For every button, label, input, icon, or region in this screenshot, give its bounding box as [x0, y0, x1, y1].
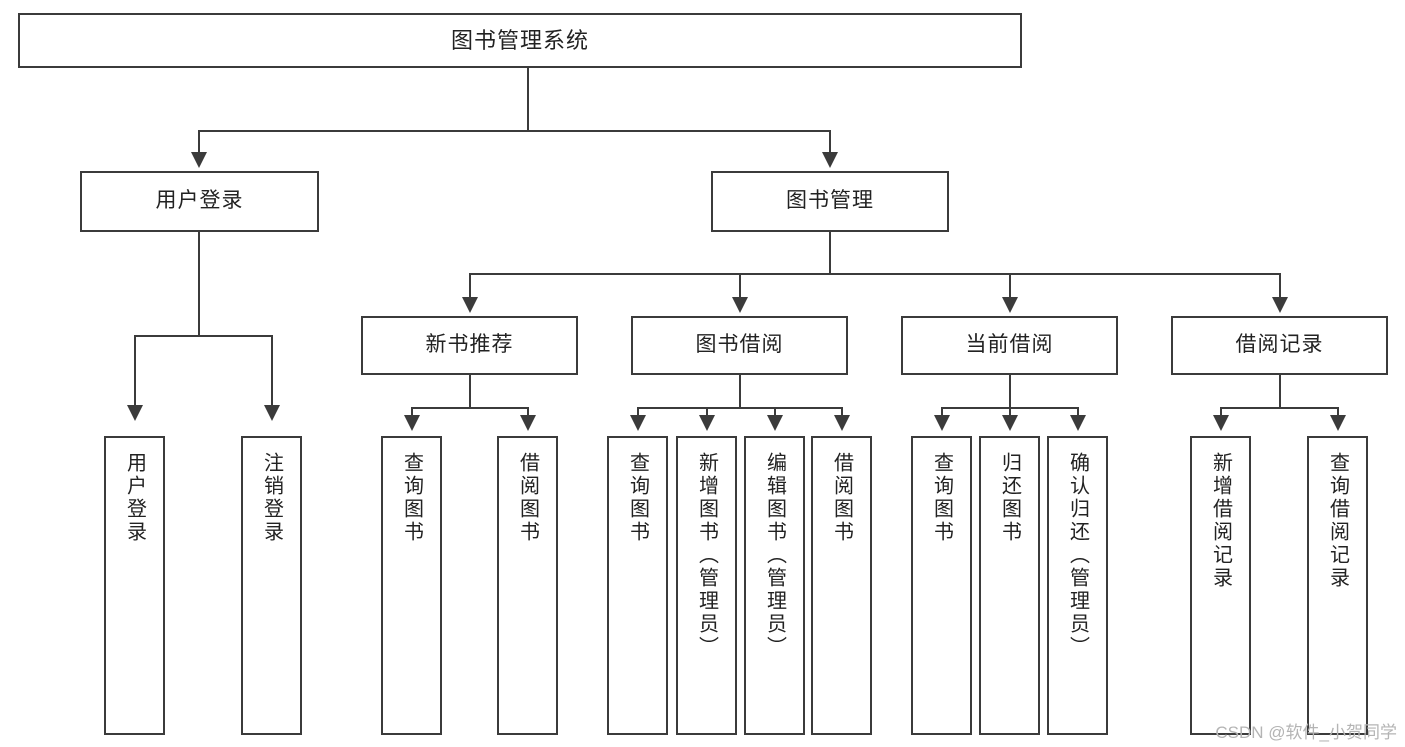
node-label: 当前借阅: [965, 333, 1054, 357]
arrowhead-leaf-query-book-3: [934, 415, 950, 431]
connector-current-borrow-stem: [1009, 375, 1011, 408]
connector-to-new-book-recommend: [469, 273, 471, 299]
node-label: 图书管理: [786, 189, 874, 213]
leaf-add-borrow-record[interactable]: 新增借阅记录: [1190, 436, 1251, 735]
arrowhead-leaf-logout-login: [264, 405, 280, 421]
node-label: 查询图书: [626, 452, 649, 544]
arrowhead-user-login: [191, 152, 207, 168]
connector-br-drop-2: [1337, 407, 1339, 417]
leaf-return-book[interactable]: 归还图书: [979, 436, 1040, 735]
node-label: 编辑图书（管理员）: [763, 452, 786, 659]
arrowhead-leaf-add-borrow-record: [1213, 415, 1229, 431]
arrowhead-leaf-query-book-1: [404, 415, 420, 431]
node-label: 用户登录: [123, 452, 146, 544]
connector-bb-drop-4: [841, 407, 843, 417]
leaf-confirm-return[interactable]: 确认归还（管理员）: [1047, 436, 1108, 735]
leaf-query-book-3[interactable]: 查询图书: [911, 436, 972, 735]
connector-level3-bus: [469, 273, 1281, 275]
node-borrow-record[interactable]: 借阅记录: [1171, 316, 1388, 375]
leaf-user-login[interactable]: 用户登录: [104, 436, 165, 735]
node-label: 查询图书: [400, 452, 423, 544]
arrowhead-new-book-recommend: [462, 297, 478, 313]
node-label: 用户登录: [155, 189, 244, 213]
connector-borrow-record-stem: [1279, 375, 1281, 408]
arrowhead-leaf-user-login: [127, 405, 143, 421]
leaf-query-borrow-record[interactable]: 查询借阅记录: [1307, 436, 1368, 735]
leaf-edit-book[interactable]: 编辑图书（管理员）: [744, 436, 805, 735]
node-root-system[interactable]: 图书管理系统: [18, 13, 1022, 68]
connector-user-login-drop-1: [134, 335, 136, 407]
connector-level2-bus: [198, 130, 830, 132]
arrowhead-book-management: [822, 152, 838, 168]
connector-bb-drop-2: [706, 407, 708, 417]
leaf-query-book-1[interactable]: 查询图书: [381, 436, 442, 735]
arrowhead-book-borrow: [732, 297, 748, 313]
node-label: 新增图书（管理员）: [695, 452, 718, 659]
arrowhead-leaf-return-book: [1002, 415, 1018, 431]
node-label: 新增借阅记录: [1209, 452, 1232, 590]
node-label: 确认归还（管理员）: [1066, 452, 1089, 659]
arrowhead-current-borrow: [1002, 297, 1018, 313]
node-current-borrow[interactable]: 当前借阅: [901, 316, 1118, 375]
arrowhead-leaf-borrow-book-1: [520, 415, 536, 431]
node-label: 图书管理系统: [450, 27, 589, 53]
connector-borrow-record-bus: [1220, 407, 1338, 409]
connector-user-login-drop-2: [271, 335, 273, 407]
connector-to-borrow-record: [1279, 273, 1281, 299]
node-label: 借阅图书: [516, 452, 539, 544]
connector-book-management-stem: [829, 232, 831, 274]
arrowhead-leaf-borrow-book-2: [834, 415, 850, 431]
connector-cb-drop-2: [1009, 407, 1011, 417]
leaf-add-book[interactable]: 新增图书（管理员）: [676, 436, 737, 735]
connector-to-current-borrow: [1009, 273, 1011, 299]
connector-user-login-stem: [198, 232, 200, 336]
node-label: 新书推荐: [425, 333, 514, 357]
connector-nbr-drop-2: [527, 407, 529, 417]
leaf-borrow-book-2[interactable]: 借阅图书: [811, 436, 872, 735]
connector-cb-drop-3: [1077, 407, 1079, 417]
node-label: 查询借阅记录: [1326, 452, 1349, 590]
arrowhead-leaf-query-borrow-record: [1330, 415, 1346, 431]
node-label: 注销登录: [260, 452, 283, 544]
node-label: 借阅记录: [1235, 333, 1324, 357]
arrowhead-leaf-confirm-return: [1070, 415, 1086, 431]
connector-br-drop-1: [1220, 407, 1222, 417]
leaf-borrow-book-1[interactable]: 借阅图书: [497, 436, 558, 735]
connector-user-login-bus: [134, 335, 272, 337]
node-label: 归还图书: [998, 452, 1021, 544]
leaf-query-book-2[interactable]: 查询图书: [607, 436, 668, 735]
connector-book-borrow-bus: [637, 407, 843, 409]
connector-bb-drop-3: [774, 407, 776, 417]
arrowhead-leaf-add-book: [699, 415, 715, 431]
connector-to-book-management: [829, 130, 831, 154]
connector-to-book-borrow: [739, 273, 741, 299]
connector-to-user-login: [198, 130, 200, 154]
connector-cb-drop-1: [941, 407, 943, 417]
node-book-borrow[interactable]: 图书借阅: [631, 316, 848, 375]
node-new-book-recommend[interactable]: 新书推荐: [361, 316, 578, 375]
node-user-login[interactable]: 用户登录: [80, 171, 319, 232]
connector-new-book-recommend-stem: [469, 375, 471, 408]
connector-new-book-recommend-bus: [411, 407, 528, 409]
node-label: 借阅图书: [830, 452, 853, 544]
node-label: 查询图书: [930, 452, 953, 544]
arrowhead-leaf-query-book-2: [630, 415, 646, 431]
connector-nbr-drop-1: [411, 407, 413, 417]
arrowhead-leaf-edit-book: [767, 415, 783, 431]
leaf-logout-login[interactable]: 注销登录: [241, 436, 302, 735]
connector-bb-drop-1: [637, 407, 639, 417]
connector-root-stem: [527, 68, 529, 131]
node-book-management[interactable]: 图书管理: [711, 171, 949, 232]
node-label: 图书借阅: [695, 333, 784, 357]
connector-book-borrow-stem: [739, 375, 741, 408]
arrowhead-borrow-record: [1272, 297, 1288, 313]
